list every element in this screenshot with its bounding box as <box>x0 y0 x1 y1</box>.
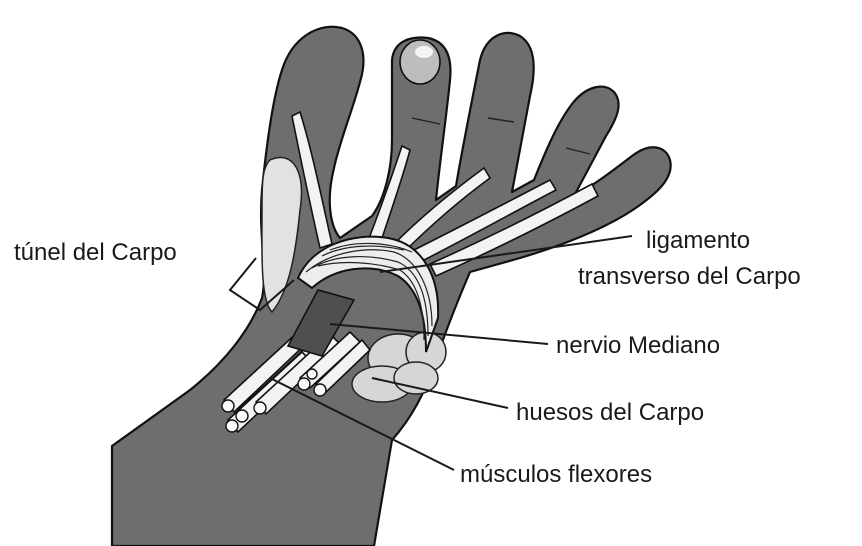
label-ligament-line2: transverso del Carpo <box>578 263 801 290</box>
fingernail-highlight <box>415 46 433 58</box>
fingernail <box>400 40 440 84</box>
label-carpal-bones: huesos del Carpo <box>516 399 704 426</box>
label-carpal-tunnel: túnel del Carpo <box>14 239 177 266</box>
label-flexor-muscles: músculos flexores <box>460 461 652 488</box>
label-median-nerve: nervio Mediano <box>556 332 720 359</box>
carpal-bone-4 <box>394 362 438 394</box>
label-ligament-line1: ligamento <box>646 227 750 254</box>
